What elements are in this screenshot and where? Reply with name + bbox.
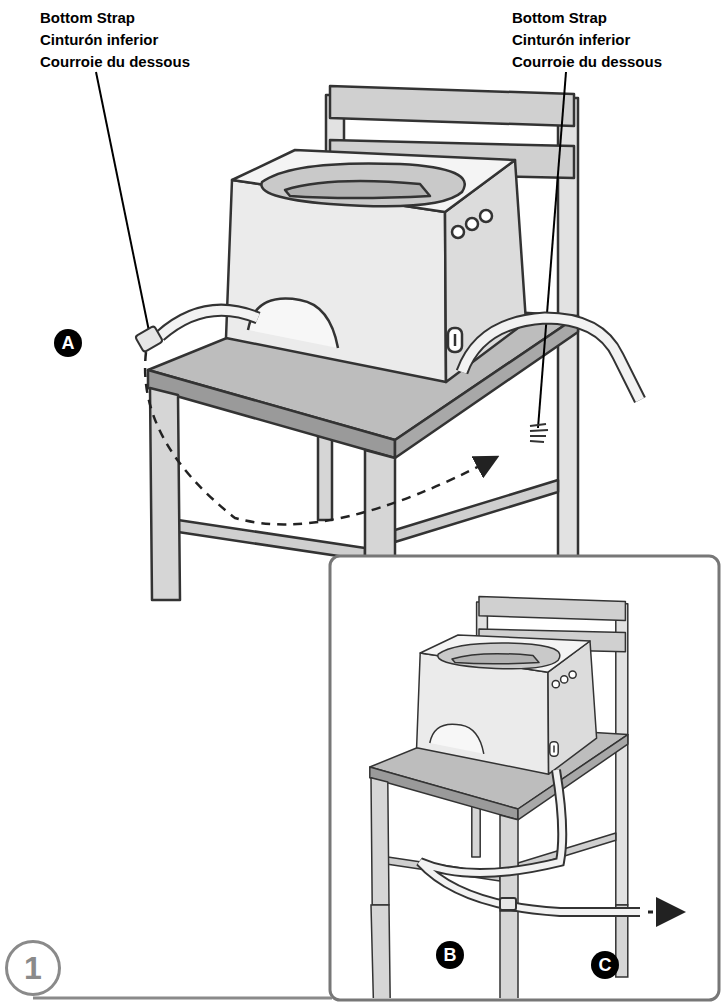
callout-letter: C	[591, 951, 619, 979]
part-label: Bottom Strap	[512, 8, 607, 28]
part-label: Courroie du dessous	[40, 52, 190, 72]
callout-text: A	[62, 333, 75, 354]
callout-text: B	[444, 945, 457, 966]
step-number-text: 1	[24, 950, 42, 987]
part-label: Cinturón inferior	[40, 30, 158, 50]
part-label: Cinturón inferior	[512, 30, 630, 50]
callout-text: C	[599, 955, 612, 976]
part-label: Bottom Strap	[40, 8, 135, 28]
callout-letter: B	[436, 941, 464, 969]
step-number: 1	[5, 940, 61, 996]
callout-letter: A	[54, 329, 82, 357]
part-label: Courroie du dessous	[512, 52, 662, 72]
